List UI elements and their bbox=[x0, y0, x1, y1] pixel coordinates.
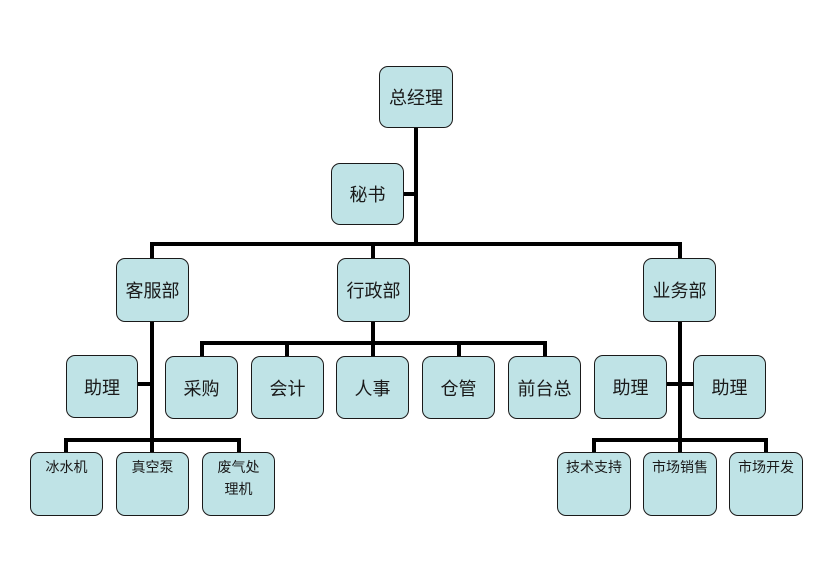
node-cs-product: 冰水机 bbox=[30, 452, 103, 516]
node-biz-assistant-label: 助理 bbox=[711, 378, 748, 399]
node-ceo-label: 总经理 bbox=[389, 88, 443, 109]
node-customer-service: 客服部 bbox=[116, 258, 189, 322]
node-business-label: 业务部 bbox=[652, 281, 707, 302]
node-cs-assistant-label: 助理 bbox=[84, 377, 120, 399]
node-biz-unit: 市场销售 bbox=[643, 452, 717, 516]
node-admin-unit-label: 人事 bbox=[354, 378, 391, 400]
node-admin-unit: 仓管 bbox=[422, 356, 495, 419]
node-biz-assistant: 助理 bbox=[693, 355, 766, 419]
node-admin-unit-label: 采购 bbox=[183, 378, 220, 400]
node-ceo: 总经理 bbox=[379, 66, 453, 128]
node-admin-unit-label: 前台总 bbox=[517, 378, 572, 400]
node-customer-service-label: 客服部 bbox=[125, 281, 180, 302]
node-biz-unit: 技术支持 bbox=[557, 452, 631, 516]
node-biz-assistant: 助理 bbox=[594, 355, 667, 419]
node-administration: 行政部 bbox=[337, 258, 410, 322]
node-biz-unit: 市场开发 bbox=[729, 452, 803, 516]
node-biz-assistant-label: 助理 bbox=[612, 378, 649, 399]
node-cs-product: 真空泵 bbox=[116, 452, 189, 516]
node-secretary-label: 秘书 bbox=[349, 185, 386, 206]
node-cs-product: 废气处理机 bbox=[202, 452, 275, 516]
node-biz-unit-label: 市场开发 bbox=[738, 460, 794, 476]
node-admin-unit-label: 会计 bbox=[269, 378, 306, 400]
node-cs-product-label: 真空泵 bbox=[131, 460, 174, 476]
node-admin-unit: 会计 bbox=[251, 356, 324, 419]
node-secretary: 秘书 bbox=[331, 163, 404, 225]
node-cs-product-label: 冰水机 bbox=[45, 460, 88, 476]
node-administration-label: 行政部 bbox=[346, 281, 401, 302]
node-cs-assistant: 助理 bbox=[66, 355, 138, 418]
node-business: 业务部 bbox=[643, 258, 716, 322]
node-biz-unit-label: 市场销售 bbox=[652, 460, 708, 476]
node-admin-unit: 前台总 bbox=[508, 356, 581, 419]
node-admin-unit: 人事 bbox=[336, 356, 409, 419]
node-biz-unit-label: 技术支持 bbox=[566, 460, 622, 476]
node-cs-product-label: 废气处理机 bbox=[217, 460, 260, 498]
node-admin-unit-label: 仓管 bbox=[440, 378, 477, 400]
node-admin-unit: 采购 bbox=[165, 356, 238, 419]
